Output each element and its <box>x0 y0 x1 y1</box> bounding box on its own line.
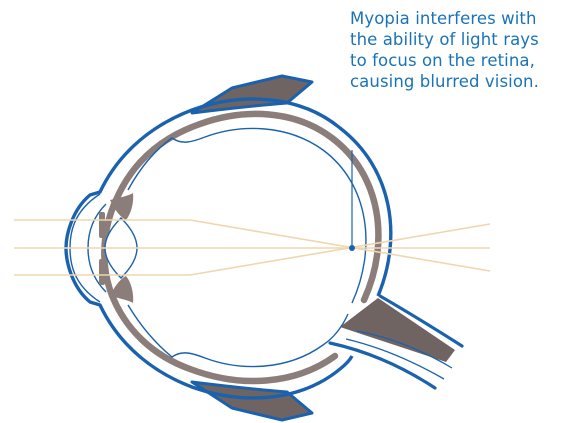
upper-iris <box>99 212 105 238</box>
light-ray-bottom-converging <box>190 224 490 275</box>
lower-eye-muscle <box>192 382 312 420</box>
lower-iris <box>99 259 105 285</box>
light-ray-top-converging <box>190 220 490 271</box>
upper-eye-muscle <box>192 76 312 113</box>
focal-point-dot <box>349 245 355 251</box>
upper-ciliary-body <box>110 193 133 220</box>
